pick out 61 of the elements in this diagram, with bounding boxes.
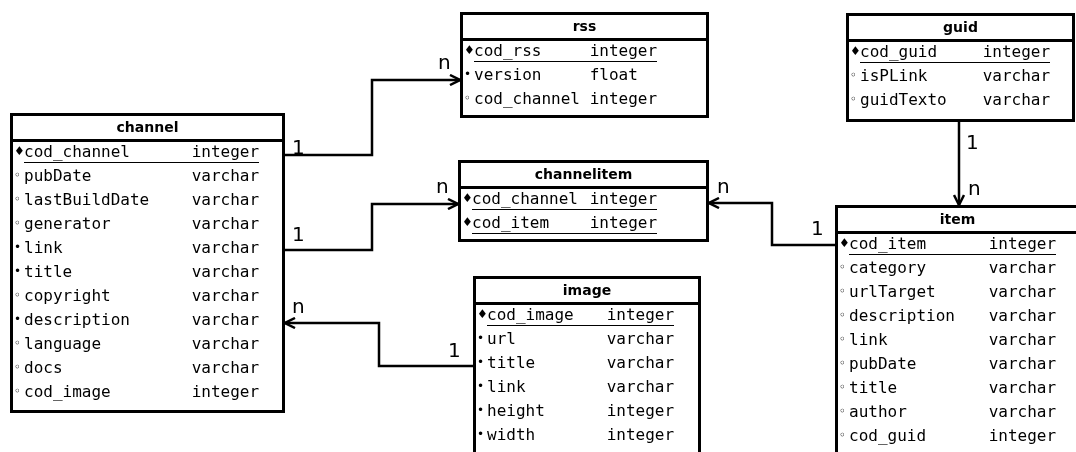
attribute-row-text: ♦cod_guid integer xyxy=(849,42,1052,65)
entity-table xyxy=(458,160,709,242)
attribute-row-text: ♦cod_item integer xyxy=(461,213,659,236)
attribute-row-text: ◦cod_channel integer xyxy=(463,89,659,110)
cardinality-label: n xyxy=(438,52,451,72)
attribute-row-text: ◦guidTexto varchar xyxy=(849,90,1052,111)
entity-table xyxy=(473,276,701,452)
table-name: channel xyxy=(13,116,282,142)
entity-table xyxy=(835,205,1076,452)
cardinality-label: 1 xyxy=(448,340,461,360)
attribute-row-text: ♦cod_channel integer xyxy=(13,142,261,165)
attribute-row-text: •url varchar xyxy=(476,329,676,350)
attribute-row-text: ◦title varchar xyxy=(838,378,1058,399)
attribute-row-text: •title varchar xyxy=(13,262,261,283)
attribute-row-text: ◦description varchar xyxy=(838,306,1058,327)
attribute-row-text: •description varchar xyxy=(13,310,261,331)
table-name: channelitem xyxy=(461,163,706,189)
table-name: guid xyxy=(849,16,1072,42)
relationship-arrow xyxy=(283,316,473,368)
attribute-row-text: ◦copyright varchar xyxy=(13,286,261,307)
cardinality-label: 1 xyxy=(811,218,824,238)
entity-table xyxy=(846,13,1075,122)
attribute-row-text: ◦cod_guid integer xyxy=(838,426,1058,447)
cardinality-label: n xyxy=(292,296,305,316)
attribute-row-text: ◦isPLink varchar xyxy=(849,66,1052,87)
attribute-row-text: •height integer xyxy=(476,401,676,422)
attribute-row-text: ◦author varchar xyxy=(838,402,1058,423)
relationship-arrow xyxy=(285,73,462,157)
attribute-row-text: •width integer xyxy=(476,425,676,446)
attribute-row-text: ◦urlTarget varchar xyxy=(838,282,1058,303)
attribute-row-text: ♦cod_image integer xyxy=(476,305,676,328)
cardinality-label: n xyxy=(717,176,730,196)
attribute-row-text: ♦cod_channel integer xyxy=(461,189,659,212)
table-name: item xyxy=(838,208,1076,234)
relationship-arrow xyxy=(707,196,835,247)
entity-table xyxy=(10,113,285,413)
attribute-row-text: •link varchar xyxy=(476,377,676,398)
attribute-row-text: ◦cod_image integer xyxy=(13,382,261,403)
attribute-row-text: ◦generator varchar xyxy=(13,214,261,235)
cardinality-label: 1 xyxy=(292,224,305,244)
table-name: rss xyxy=(463,15,706,41)
cardinality-label: n xyxy=(968,178,981,198)
attribute-row-text: •version float xyxy=(463,65,639,86)
attribute-row-text: ♦cod_item integer xyxy=(838,234,1058,257)
cardinality-label: 1 xyxy=(966,132,979,152)
attribute-row-text: ◦docs varchar xyxy=(13,358,261,379)
attribute-row-text: ◦category varchar xyxy=(838,258,1058,279)
entity-table xyxy=(460,12,709,118)
attribute-row-text: ♦cod_rss integer xyxy=(463,41,659,64)
cardinality-label: 1 xyxy=(292,137,305,157)
attribute-row-text: ◦pubDate varchar xyxy=(13,166,261,187)
table-name: image xyxy=(476,279,698,305)
attribute-row-text: •link varchar xyxy=(13,238,261,259)
attribute-row-text: •title varchar xyxy=(476,353,676,374)
attribute-row-text: ◦link varchar xyxy=(838,330,1058,351)
attribute-row-text: ◦lastBuildDate varchar xyxy=(13,190,261,211)
attribute-row-text: ◦pubDate varchar xyxy=(838,354,1058,375)
attribute-row-text: ◦language varchar xyxy=(13,334,261,355)
cardinality-label: n xyxy=(436,176,449,196)
relationship-arrow xyxy=(952,122,966,207)
relationship-arrow xyxy=(285,197,460,252)
